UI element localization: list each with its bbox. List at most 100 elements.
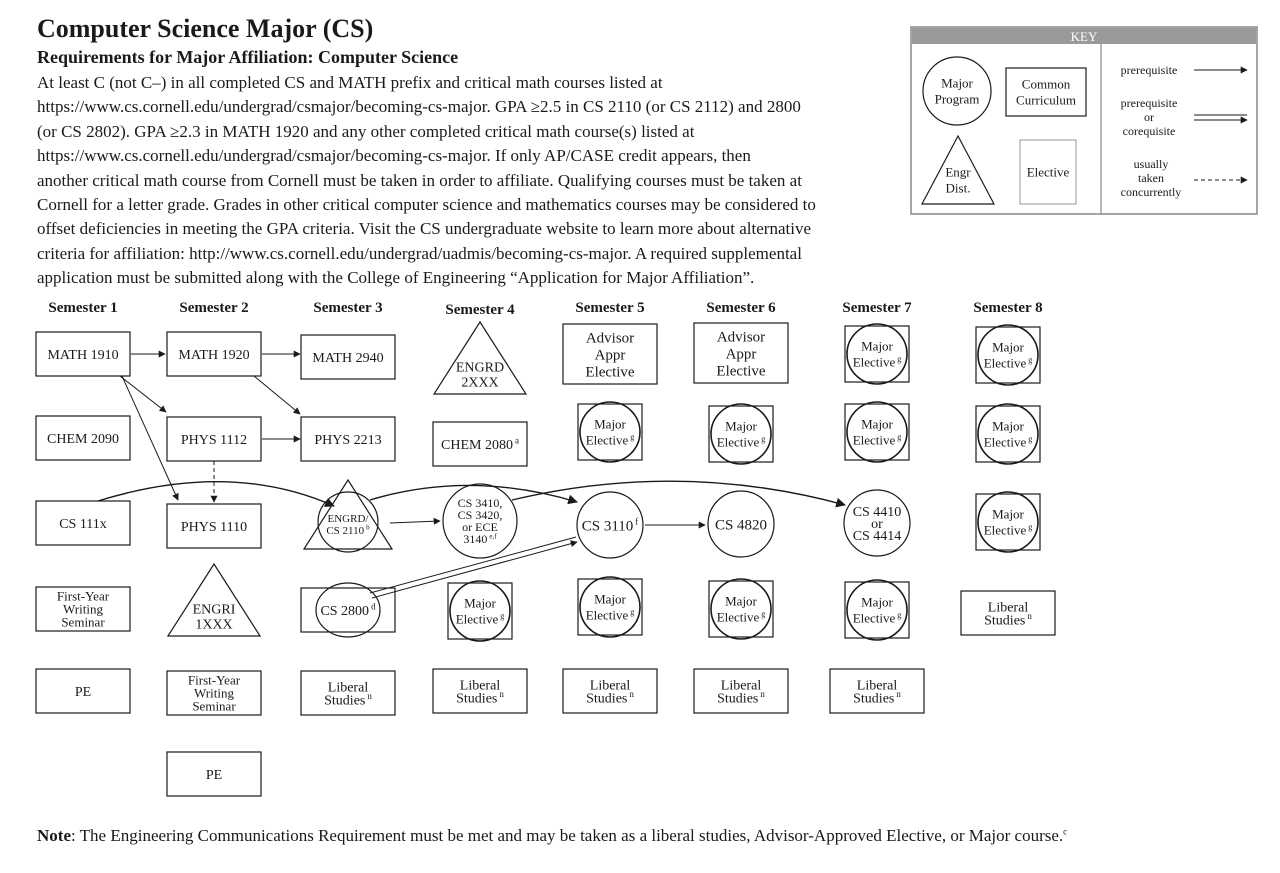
course-label-text: PE	[206, 768, 222, 783]
course-label-text: ENGRD	[456, 360, 504, 375]
course-circle	[846, 579, 908, 641]
intro-line: application must be submitted along with…	[37, 268, 755, 288]
course-box	[975, 493, 1041, 551]
course-label-text: CS 111x	[59, 517, 107, 532]
course-circle	[442, 483, 518, 559]
key-engr-dist-text: Engr	[945, 165, 971, 180]
course-label-text: ENGRI	[193, 602, 236, 617]
course-box	[35, 586, 131, 632]
course-math2940: MATH 2940	[300, 334, 396, 380]
course-box	[829, 668, 925, 714]
intro-line: (or CS 2802). GPA ≥2.3 in MATH 1920 and …	[37, 121, 695, 141]
course-triangle	[432, 320, 528, 395]
footnote: Note: The Engineering Communications Req…	[37, 826, 1067, 846]
course-box	[693, 668, 789, 714]
course-cs4820: CS 4820	[707, 490, 775, 558]
semester-header: Semester 7	[842, 300, 912, 316]
course-label-text: Major	[594, 417, 626, 432]
course-circle	[846, 401, 908, 463]
key-prereq-or-coreq-text: corequisite	[1123, 124, 1176, 138]
course-label-text: Liberal	[988, 600, 1029, 615]
course-label-text: MATH 1910	[47, 348, 118, 363]
intro-line: offset deficiencies in meeting the GPA c…	[37, 219, 811, 239]
semester-header: Semester 6	[706, 300, 776, 316]
course-label-text: or ECE	[462, 520, 498, 534]
course-box	[300, 587, 396, 633]
course-pe1: PE	[35, 668, 131, 714]
course-box	[447, 582, 513, 640]
page-subtitle: Requirements for Major Affiliation: Comp…	[37, 47, 459, 67]
course-label-text: MATH 2940	[312, 351, 383, 366]
key-common-curriculum-box	[1005, 67, 1087, 117]
course-box	[844, 403, 910, 461]
course-box	[693, 322, 789, 384]
course-circle	[449, 580, 511, 642]
key-elective-text: Elective	[1027, 165, 1070, 180]
course-box	[708, 405, 774, 463]
course-circle	[843, 489, 911, 557]
semester-header: Semester 5	[575, 300, 644, 316]
course-box	[300, 334, 396, 380]
key-concurrent-text: concurrently	[1121, 185, 1182, 199]
course-circle	[977, 491, 1039, 553]
course-label-text: Liberal	[721, 678, 762, 693]
key-engr-dist-text: Dist.	[946, 181, 971, 196]
intro-line: another critical math course from Cornel…	[37, 170, 802, 190]
course-box	[562, 668, 658, 714]
course-box	[432, 668, 528, 714]
course-label-text: Writing	[63, 602, 103, 617]
edge-prerequisite	[389, 517, 441, 525]
key-common-curriculum-text: Curriculum	[1016, 93, 1076, 108]
course-circle	[710, 403, 772, 465]
key-major-program-text: Major	[941, 76, 973, 91]
course-circle	[317, 491, 379, 553]
course-label-text: 2XXX	[461, 375, 498, 390]
key-prerequisite-text: prerequisite	[1121, 63, 1178, 77]
course-label-text: CS 4820	[715, 517, 767, 533]
course-box	[975, 405, 1041, 463]
course-circle	[977, 324, 1039, 386]
course-math1910: MATH 1910	[35, 331, 131, 377]
course-circle	[315, 582, 381, 638]
intro-line: At least C (not C–) in all completed CS …	[37, 73, 663, 92]
intro-line: https://www.cs.cornell.edu/undergrad/csm…	[37, 146, 751, 166]
course-box	[300, 670, 396, 716]
course-label-text: Liberal	[328, 680, 369, 695]
key-prereq-or-coreq-text: prerequisite	[1121, 96, 1178, 110]
edge-prereq-or-coreq	[369, 536, 577, 594]
key-concurrent-text: taken	[1138, 171, 1164, 185]
course-box	[166, 503, 262, 549]
edge-prerequisite	[97, 481, 335, 507]
edge-prereq-or-coreq	[371, 540, 578, 599]
key-box	[910, 26, 1258, 215]
key-engr-dist-triangle	[921, 134, 995, 205]
course-label-text: CS 4414	[853, 529, 902, 544]
semester-header: Semester 1	[48, 300, 117, 316]
edge-prerequisite	[511, 480, 846, 508]
course-label-text: CS 3410,	[458, 496, 503, 510]
intro-paragraph: At least C (not C–) in all completed CS …	[37, 71, 816, 291]
